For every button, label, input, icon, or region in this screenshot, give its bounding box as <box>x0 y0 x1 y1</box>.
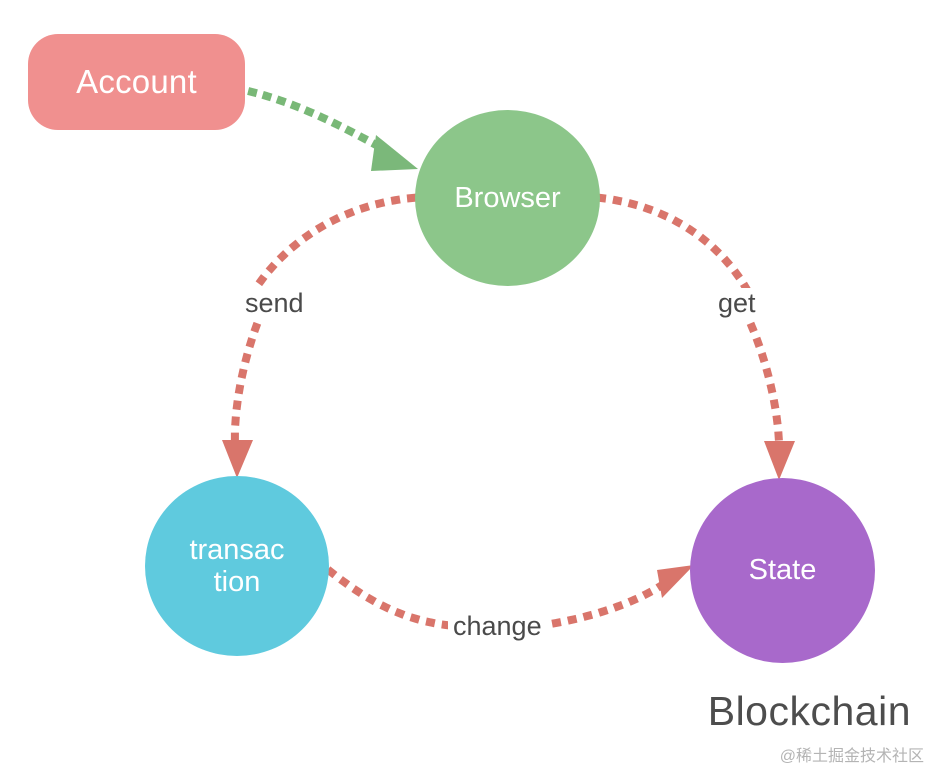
edge-browser-to-state-arrowhead <box>764 441 795 480</box>
edge-account-to-browser-arrowhead <box>371 135 418 171</box>
edge-transaction-to-state-line <box>325 566 451 630</box>
node-transaction-label-line2: tion <box>213 566 261 598</box>
node-account[interactable]: Account <box>28 34 245 130</box>
edge-transaction-to-state-arrowhead <box>657 565 694 598</box>
edge-label-get: get <box>713 288 761 319</box>
node-browser[interactable]: Browser <box>415 110 600 286</box>
edge-browser-to-transaction-line2 <box>230 321 262 449</box>
node-transaction[interactable]: transac tion <box>145 476 329 656</box>
node-state-label: State <box>748 554 817 587</box>
node-state[interactable]: State <box>690 478 875 663</box>
edge-label-change: change <box>448 611 547 642</box>
watermark: @稀土掘金技术社区 <box>779 748 924 765</box>
edge-transaction-to-state-line2 <box>551 572 678 628</box>
edge-account-to-browser-line <box>247 87 384 152</box>
diagram-caption: Blockchain <box>707 688 911 734</box>
node-transaction-label: transac tion <box>189 534 284 599</box>
edge-label-send: send <box>240 288 309 319</box>
node-transaction-label-line1: transac <box>189 533 285 566</box>
edge-browser-to-transaction-line <box>250 193 417 294</box>
node-account-label: Account <box>76 62 197 100</box>
edge-browser-to-state-line <box>596 193 752 294</box>
node-browser-label: Browser <box>454 181 561 214</box>
edge-browser-to-transaction-arrowhead <box>222 440 253 478</box>
edge-browser-to-state-line2 <box>746 321 784 449</box>
